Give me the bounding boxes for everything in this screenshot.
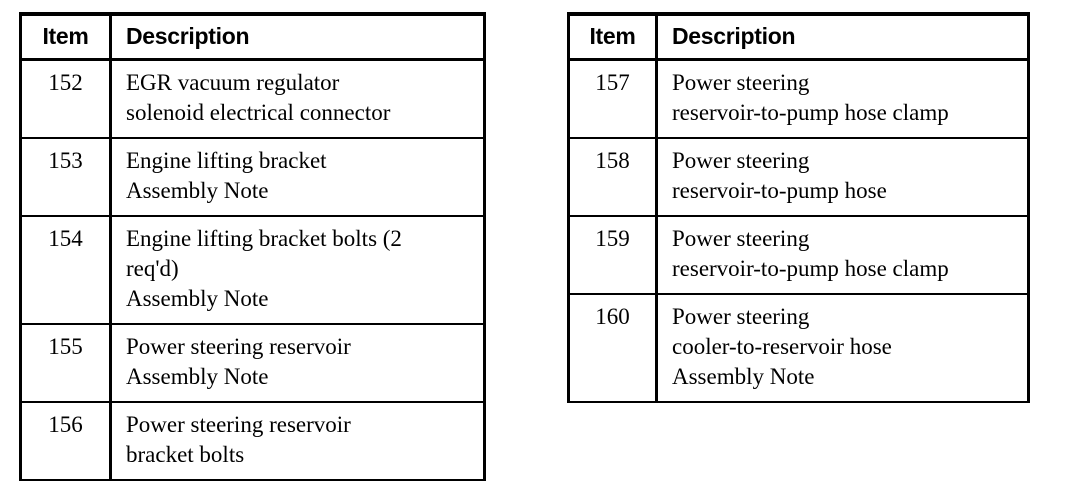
- description-line: Power steering: [672, 148, 810, 173]
- description-line: Power steering reservoir: [126, 412, 351, 437]
- parts-table-right: Item Description 157 Power steering rese…: [567, 12, 1030, 403]
- cell-item-number: 157: [568, 59, 658, 139]
- cell-item-number: 155: [20, 324, 112, 403]
- table-row: 153 Engine lifting bracket Assembly Note: [20, 138, 485, 217]
- description-line: reservoir-to-pump hose clamp: [672, 100, 949, 125]
- table-row: 158 Power steering reservoir-to-pump hos…: [568, 138, 1029, 217]
- cell-item-number: 154: [20, 216, 112, 325]
- column-header-item: Item: [20, 14, 112, 61]
- description-line: Power steering reservoir: [126, 334, 351, 359]
- description-line: Assembly Note: [126, 364, 269, 389]
- table-header-left: Item Description: [20, 14, 485, 61]
- cell-item-number: 160: [568, 294, 658, 402]
- description-line: req'd): [126, 256, 179, 281]
- table-row: 152 EGR vacuum regulator solenoid electr…: [20, 59, 485, 139]
- description-line: Engine lifting bracket bolts (2: [126, 226, 402, 251]
- column-header-description: Description: [656, 14, 1029, 61]
- cell-description: Power steering reservoir bracket bolts: [111, 402, 485, 480]
- cell-description: Power steering cooler-to-reservoir hose …: [657, 294, 1029, 402]
- cell-description: Power steering reservoir Assembly Note: [110, 324, 485, 403]
- table-header-right: Item Description: [568, 14, 1029, 61]
- description-line: EGR vacuum regulator: [126, 70, 340, 95]
- table-row: 157 Power steering reservoir-to-pump hos…: [568, 59, 1029, 139]
- description-line: cooler-to-reservoir hose: [672, 334, 892, 359]
- cell-description: Engine lifting bracket bolts (2 req'd) A…: [110, 216, 485, 325]
- description-line: bracket bolts: [126, 442, 245, 467]
- cell-description: Power steering reservoir-to-pump hose cl…: [656, 216, 1029, 295]
- cell-item-number: 152: [20, 59, 112, 139]
- description-line: Assembly Note: [126, 286, 269, 311]
- table-row: 159 Power steering reservoir-to-pump hos…: [568, 216, 1029, 295]
- cell-description: EGR vacuum regulator solenoid electrical…: [110, 59, 485, 139]
- header-row: Item Description: [20, 14, 485, 61]
- cell-description: Power steering reservoir-to-pump hose: [656, 138, 1029, 217]
- description-line: reservoir-to-pump hose: [672, 178, 887, 203]
- cell-item-number: 153: [20, 138, 112, 217]
- table-row: 156 Power steering reservoir bracket bol…: [20, 402, 485, 480]
- document-page: Item Description 152 EGR vacuum regulato…: [19, 12, 1030, 481]
- column-header-description: Description: [110, 14, 485, 61]
- description-line: Power steering: [672, 304, 810, 329]
- column-header-item: Item: [568, 14, 658, 61]
- cell-item-number: 158: [568, 138, 658, 217]
- description-line: solenoid electrical connector: [126, 100, 391, 125]
- table-row: 154 Engine lifting bracket bolts (2 req'…: [20, 216, 485, 325]
- table-body-left: 152 EGR vacuum regulator solenoid electr…: [20, 59, 485, 480]
- header-row: Item Description: [568, 14, 1029, 61]
- cell-description: Power steering reservoir-to-pump hose cl…: [656, 59, 1029, 139]
- cell-item-number: 156: [20, 402, 112, 480]
- parts-table-left: Item Description 152 EGR vacuum regulato…: [19, 12, 486, 481]
- table-body-right: 157 Power steering reservoir-to-pump hos…: [568, 59, 1029, 402]
- description-line: Assembly Note: [126, 178, 269, 203]
- description-line: Engine lifting bracket: [126, 148, 327, 173]
- description-line: Power steering: [672, 226, 810, 251]
- description-line: Power steering: [672, 70, 810, 95]
- table-row: 160 Power steering cooler-to-reservoir h…: [568, 294, 1029, 402]
- cell-item-number: 159: [568, 216, 658, 295]
- table-row: 155 Power steering reservoir Assembly No…: [20, 324, 485, 403]
- description-line: Assembly Note: [672, 364, 815, 389]
- description-line: reservoir-to-pump hose clamp: [672, 256, 949, 281]
- cell-description: Engine lifting bracket Assembly Note: [110, 138, 485, 217]
